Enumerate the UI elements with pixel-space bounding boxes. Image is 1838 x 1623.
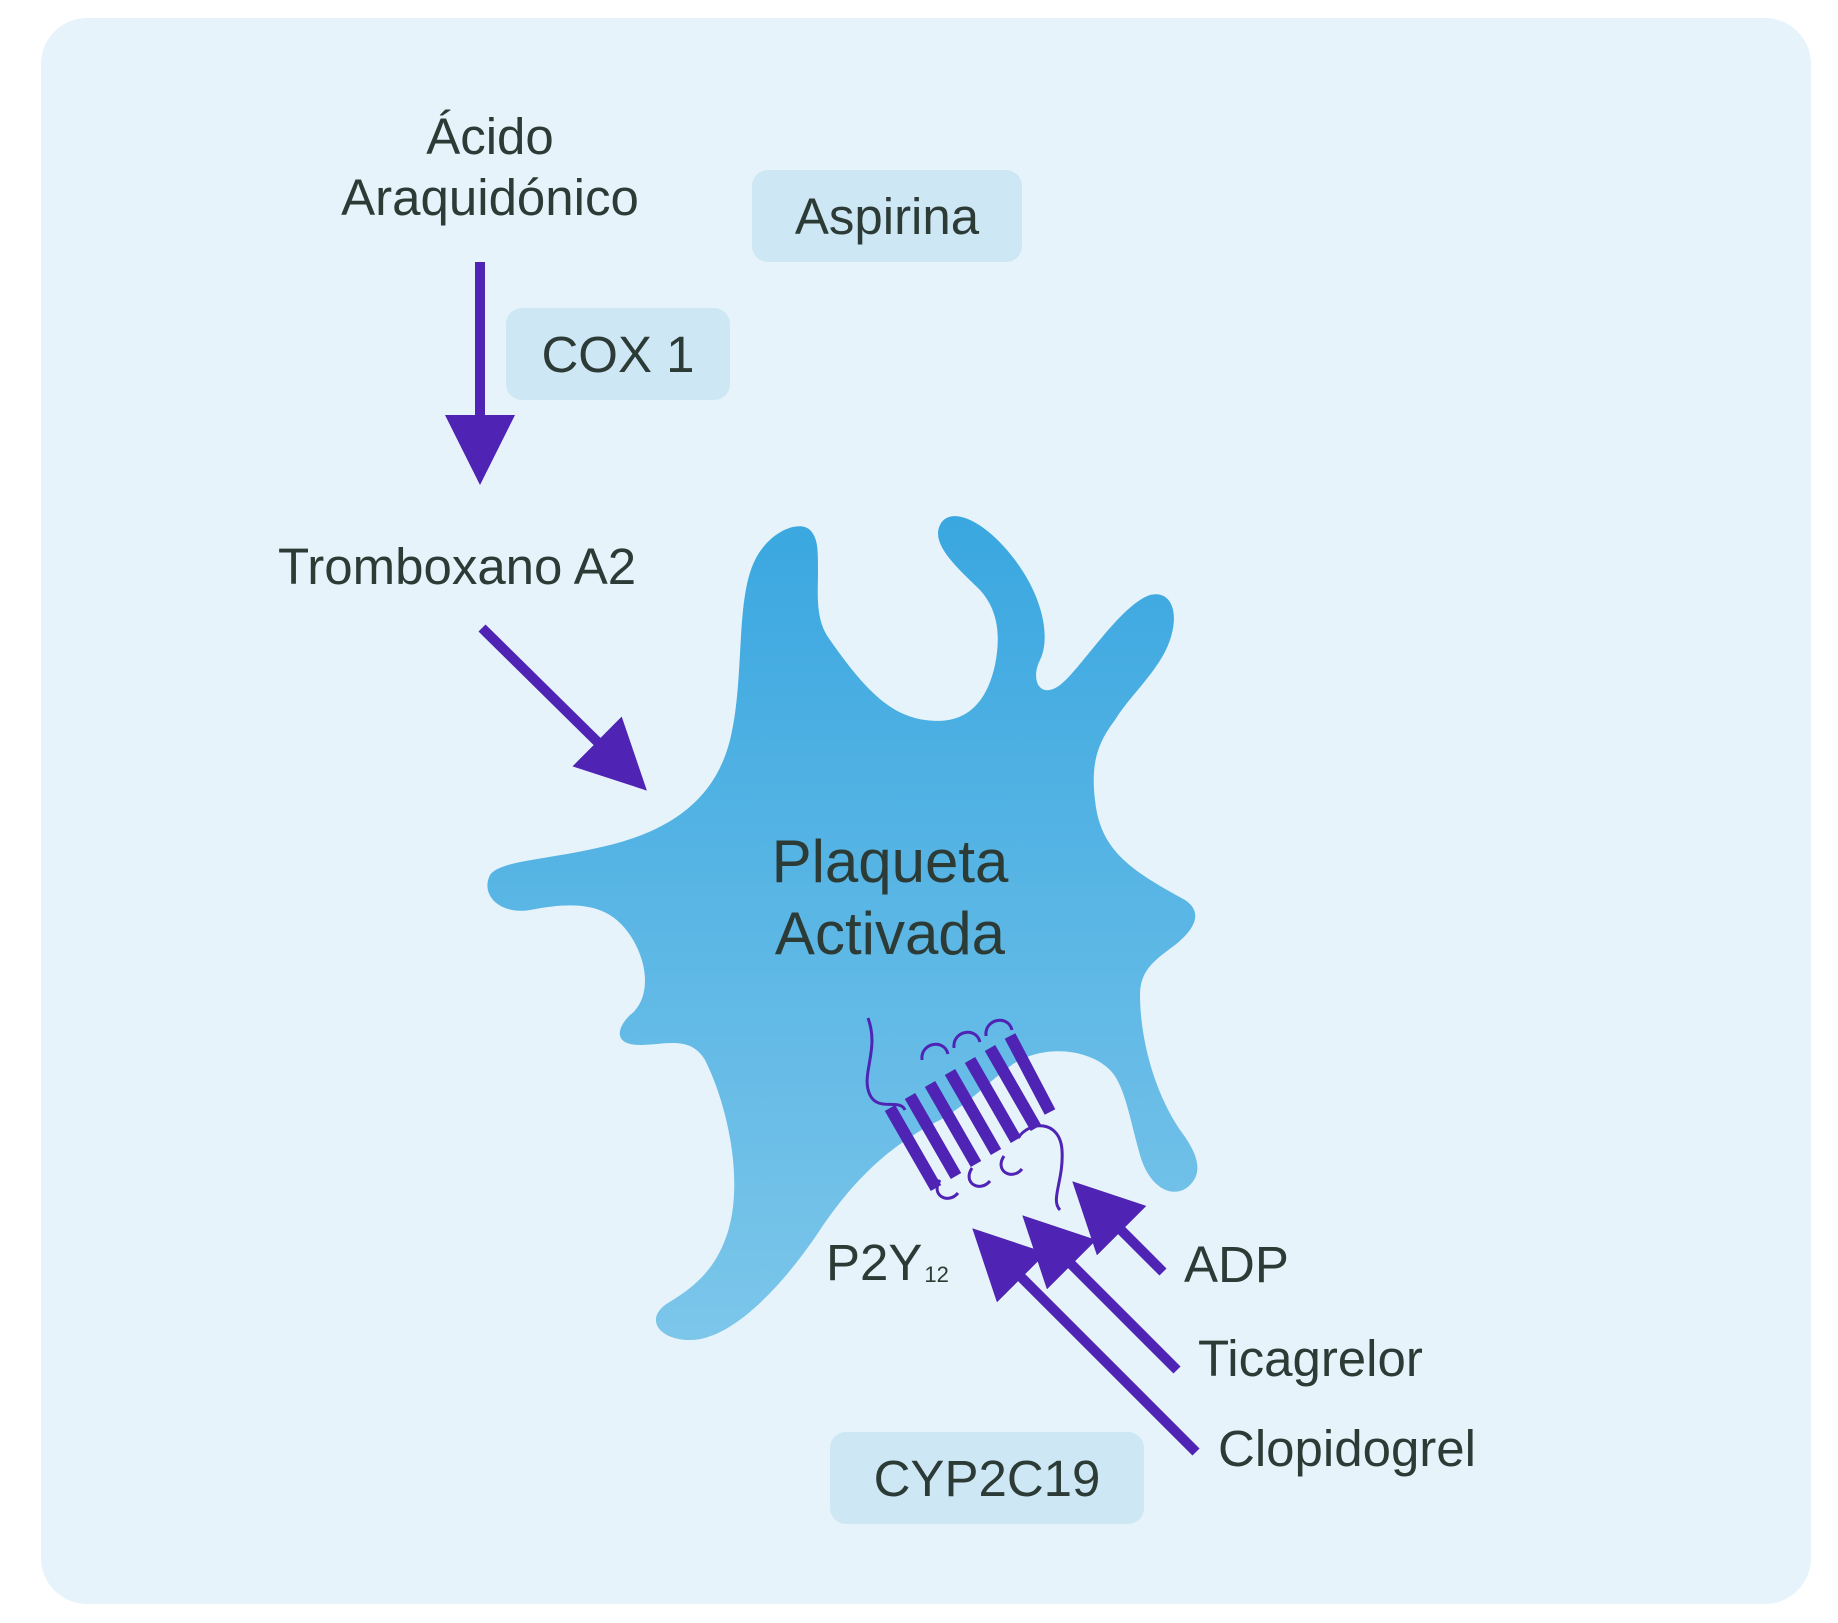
clopidogrel-label: Clopidogrel [1218,1420,1476,1477]
platelet-line-1: Plaqueta [771,828,1009,895]
p2y12-main: P2Y [826,1234,923,1291]
arrow-adp [1072,1181,1167,1276]
arrow-ticagrelor [1022,1215,1181,1374]
ticagrelor-label: Ticagrelor [1198,1330,1423,1387]
p2y12-receptor-icon [865,1017,1064,1212]
arachidonic-acid-line-1: Ácido [426,108,554,165]
platelet-line-2: Activada [774,900,1006,967]
p2y12-label: P2Y12 [826,1232,949,1293]
arachidonic-acid-line-2: Araquidónico [341,169,639,227]
activated-platelet-shape [487,516,1198,1340]
aspirin-label: Aspirina [794,187,980,245]
arachidonic-acid-label: Ácido Araquidónico [300,106,680,228]
cox1-label: COX 1 [541,325,695,383]
p2y12-subscript: 12 [924,1262,949,1287]
arrow-thromboxane-to-platelet [478,624,647,791]
adp-label: ADP [1184,1236,1289,1293]
aspirin-pill: Aspirina [752,170,1022,262]
cyp2c19-pill: CYP2C19 [830,1432,1144,1524]
platelet-label: Plaqueta Activada [720,826,1060,970]
cyp2c19-label: CYP2C19 [873,1449,1101,1507]
thromboxane-label: Tromboxano A2 [278,538,637,595]
cox1-pill: COX 1 [506,308,730,400]
arrow-clopidogrel [972,1228,1200,1456]
